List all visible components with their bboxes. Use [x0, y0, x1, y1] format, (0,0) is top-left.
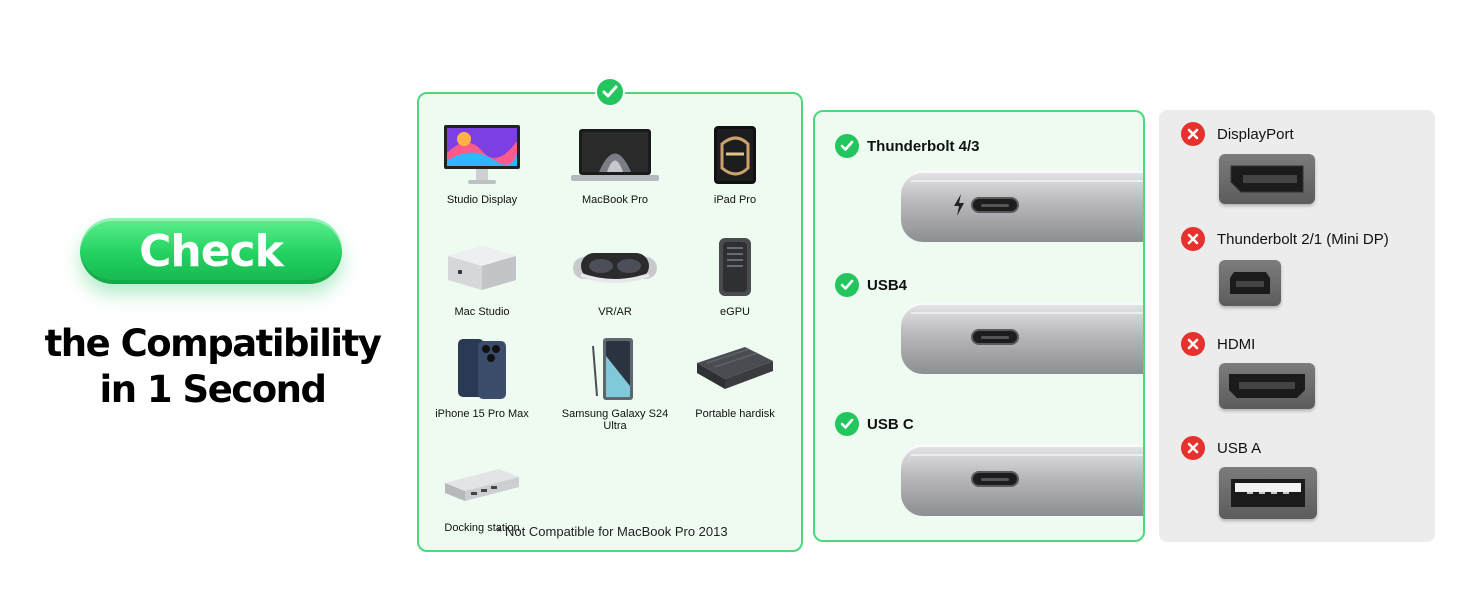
samsung-phone-icon: [592, 338, 633, 400]
usb-c-port: [971, 329, 1019, 345]
egpu-icon: [719, 238, 751, 296]
supported-item-label: USB4: [867, 276, 908, 294]
docking-station-icon: [445, 469, 519, 501]
supported-item-label: USB C: [867, 415, 914, 433]
device-label: Samsung Galaxy S24 Ultra: [561, 408, 669, 432]
unsupported-item-label: DisplayPort: [1217, 125, 1294, 143]
usb-a-connector-icon: [1219, 467, 1317, 519]
device-label: iPad Pro: [713, 194, 757, 206]
vr-headset-icon: [573, 253, 657, 283]
check-icon: [835, 134, 859, 158]
compatible-devices-panel: Studio Display MacBook Pro iPad Pro: [417, 92, 803, 552]
device-vr-ar: VR/AR: [555, 234, 675, 318]
usb-c-port: [971, 471, 1019, 487]
cross-icon: [1181, 227, 1205, 251]
unsupported-item-label: USB A: [1217, 439, 1262, 457]
device-docking-station: Docking station: [422, 450, 542, 534]
ipad-pro-icon: [714, 126, 756, 184]
thunderbolt-icon: [954, 194, 964, 216]
device-macbook-pro: MacBook Pro: [555, 122, 675, 206]
cross-icon: [1181, 332, 1205, 356]
supported-ports-panel: Thunderbolt 4/3 USB4 USB C: [813, 110, 1145, 542]
iphone-icon: [458, 339, 506, 399]
device-samsung-galaxy: Samsung Galaxy S24 Ultra: [555, 336, 675, 432]
supported-item-usb-c: USB C: [835, 412, 914, 436]
unsupported-item-usb-a: USB A: [1181, 436, 1261, 460]
device-label: Portable hardisk: [695, 408, 775, 420]
supported-item-label: Thunderbolt 4/3: [867, 137, 980, 155]
unsupported-ports-panel: DisplayPort Thunderbolt 2/1 (Mini DP) HD…: [1159, 110, 1435, 542]
unsupported-item-label: Thunderbolt 2/1 (Mini DP): [1217, 230, 1389, 248]
unsupported-item-thunderbolt-2: Thunderbolt 2/1 (Mini DP): [1181, 227, 1389, 251]
check-icon: [835, 412, 859, 436]
compatibility-footnote: * Not Compatible for MacBook Pro 2013: [496, 524, 728, 539]
supported-item-thunderbolt: Thunderbolt 4/3: [835, 134, 980, 158]
displayport-connector-icon: [1219, 154, 1315, 204]
unsupported-item-hdmi: HDMI: [1181, 332, 1255, 356]
unsupported-item-displayport: DisplayPort: [1181, 122, 1294, 146]
laptop-side-usb4: [901, 302, 1143, 374]
laptop-side-thunderbolt: [901, 170, 1143, 242]
device-label: eGPU: [720, 306, 750, 318]
check-badge: Check: [80, 218, 342, 284]
device-studio-display: Studio Display: [422, 122, 542, 206]
cross-icon: [1181, 122, 1205, 146]
studio-display-icon: [444, 125, 520, 184]
hero-title-line-1: the Compatibility: [44, 322, 382, 365]
hero-title-line-2: in 1 Second: [99, 368, 327, 411]
device-portable-hardisk: Portable hardisk: [675, 336, 795, 420]
hard-disk-icon: [697, 347, 773, 389]
device-label: Studio Display: [446, 194, 518, 206]
device-ipad-pro: iPad Pro: [675, 122, 795, 206]
device-label: VR/AR: [598, 306, 632, 318]
hdmi-connector-icon: [1219, 363, 1315, 409]
device-mac-studio: Mac Studio: [422, 234, 542, 318]
check-icon: [595, 77, 625, 107]
device-label: Mac Studio: [454, 306, 510, 318]
device-iphone: iPhone 15 Pro Max: [422, 336, 542, 420]
laptop-side-usb-c: [901, 444, 1143, 516]
device-egpu: eGPU: [675, 234, 795, 318]
unsupported-item-label: HDMI: [1217, 335, 1256, 353]
usb-c-port: [971, 197, 1019, 213]
check-badge-label: Check: [139, 225, 284, 277]
mini-displayport-connector-icon: [1219, 260, 1281, 306]
supported-item-usb4: USB4: [835, 273, 907, 297]
device-label: Docking station: [444, 522, 520, 534]
mac-studio-icon: [448, 246, 516, 290]
device-label: iPhone 15 Pro Max: [435, 408, 529, 420]
cross-icon: [1181, 436, 1205, 460]
check-icon: [835, 273, 859, 297]
macbook-pro-icon: [571, 129, 659, 181]
device-label: MacBook Pro: [581, 194, 649, 206]
